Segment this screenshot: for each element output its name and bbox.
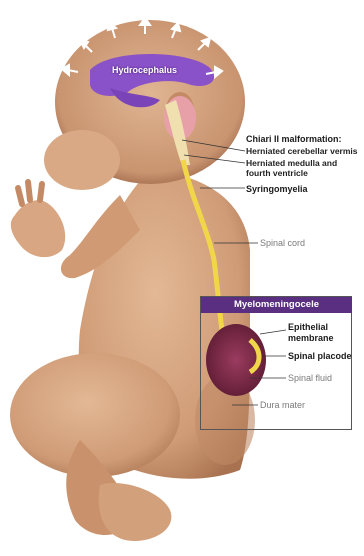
label-spinal-fluid: Spinal fluid — [288, 373, 332, 383]
label-spinal-cord: Spinal cord — [260, 238, 305, 248]
cheek — [44, 130, 120, 190]
label-herniated-medulla-line2: fourth ventricle — [246, 169, 308, 179]
label-hydrocephalus: Hydrocephalus — [112, 65, 177, 75]
label-spinal-placode: Spinal placode — [288, 351, 352, 361]
label-epithelial-line2: membrane — [288, 333, 334, 343]
hands — [11, 200, 65, 257]
label-dura-mater: Dura mater — [260, 400, 305, 410]
myelomeningocele-title: Myelomeningocele — [201, 297, 352, 313]
label-syringomyelia: Syringomyelia — [246, 184, 308, 194]
label-herniated-vermis: Herniated cerebellar vermis — [246, 147, 358, 157]
label-epithelial-line1: Epithelial — [288, 322, 328, 332]
label-chiari-title: Chiari II malformation: — [246, 134, 342, 144]
